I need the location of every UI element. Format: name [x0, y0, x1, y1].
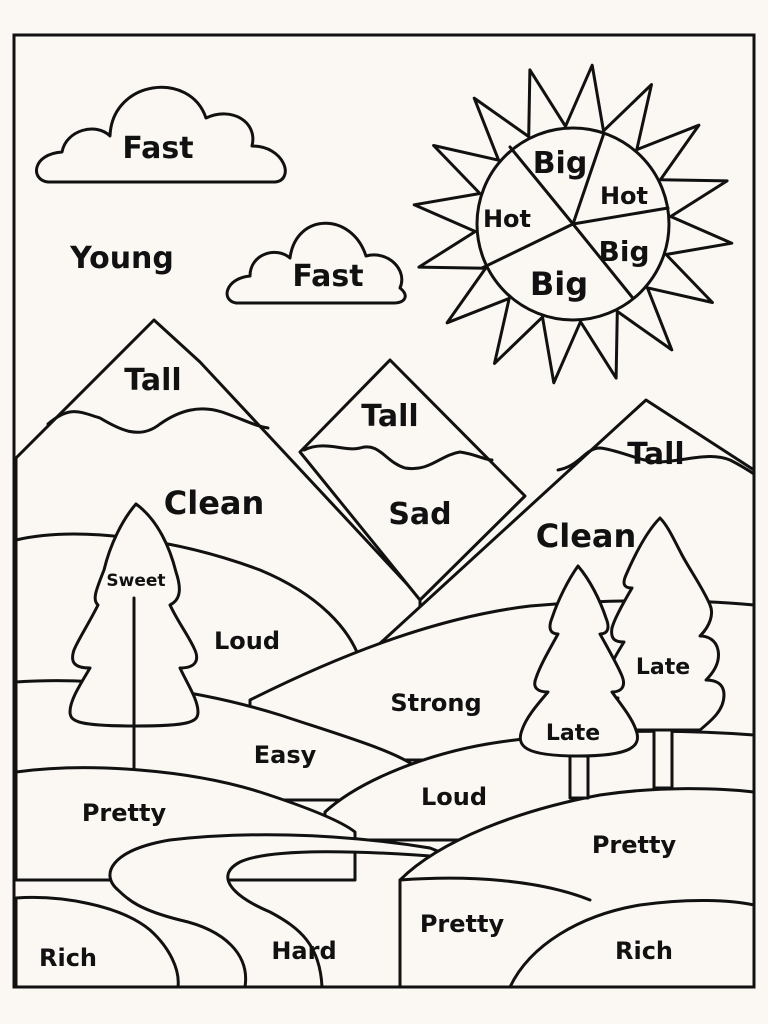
sun-sector-word: Big — [533, 146, 588, 181]
sun-divider — [571, 222, 634, 299]
cloud-large-word: Fast — [122, 131, 193, 166]
tree-right-back-trunk — [652, 728, 674, 790]
tree-right-front-word: Late — [546, 721, 600, 746]
sun-sector-word: Big — [599, 235, 650, 268]
mountain-left-word: Clean — [164, 484, 265, 522]
mountain-right-peak-word: Tall — [627, 437, 684, 472]
hill-word-loud-upper: Loud — [214, 627, 280, 655]
tree-right-front-trunk — [568, 754, 590, 800]
snow-cap-middle — [302, 444, 494, 471]
cloud-small-word: Fast — [292, 259, 363, 294]
hill-word-hard: Hard — [271, 937, 336, 965]
hill-word-pretty-right: Pretty — [592, 831, 677, 859]
hill-word-rich-left: Rich — [39, 944, 97, 972]
hill-word-loud-lower: Loud — [421, 783, 487, 811]
sun-divider — [571, 131, 606, 226]
tree-right-back-word: Late — [636, 655, 690, 680]
hill-word-pretty-left: Pretty — [82, 799, 167, 827]
mountain-middle — [298, 358, 527, 602]
hill-rich-left — [14, 896, 180, 989]
mountain-middle-word: Sad — [388, 497, 451, 532]
sky-word-young: Young — [69, 241, 174, 276]
snow-cap-right — [556, 446, 756, 476]
river — [108, 833, 457, 989]
tree-left-word: Sweet — [106, 571, 165, 591]
hill-word-easy: Easy — [254, 741, 317, 769]
sun-divider — [508, 145, 575, 226]
snow-cap-left — [46, 407, 270, 434]
sun-sector-word: Big — [530, 265, 588, 303]
mountain-left-peak-word: Tall — [124, 363, 181, 398]
hill-word-rich-right: Rich — [615, 937, 673, 965]
hill-rich-right — [508, 898, 756, 989]
cloud-large — [35, 85, 287, 184]
sun-divider — [480, 222, 575, 270]
cloud-small — [225, 221, 407, 305]
mountain-middle-peak-word: Tall — [361, 399, 418, 434]
sun-sector-word: Hot — [483, 205, 531, 233]
field-line — [398, 876, 592, 902]
sun-divider — [571, 206, 670, 226]
hill-word-strong: Strong — [390, 689, 481, 717]
sun-sector-word: Hot — [600, 182, 648, 210]
hill-word-pretty-bottom: Pretty — [420, 910, 505, 938]
mountain-right-word: Clean — [536, 517, 637, 555]
